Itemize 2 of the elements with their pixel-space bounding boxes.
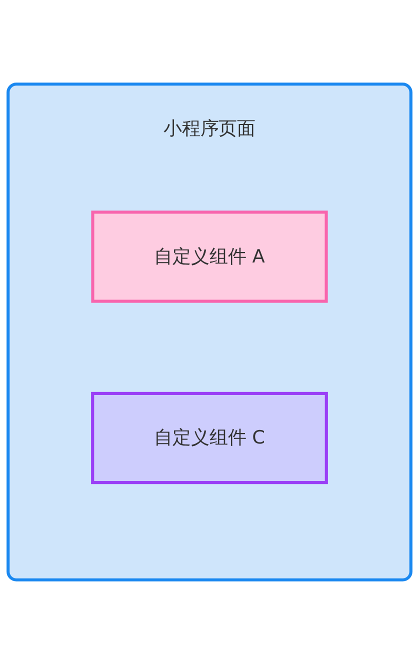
component-box: 自定义组件 A	[91, 210, 328, 303]
component-box: 自定义组件 C	[91, 392, 328, 484]
